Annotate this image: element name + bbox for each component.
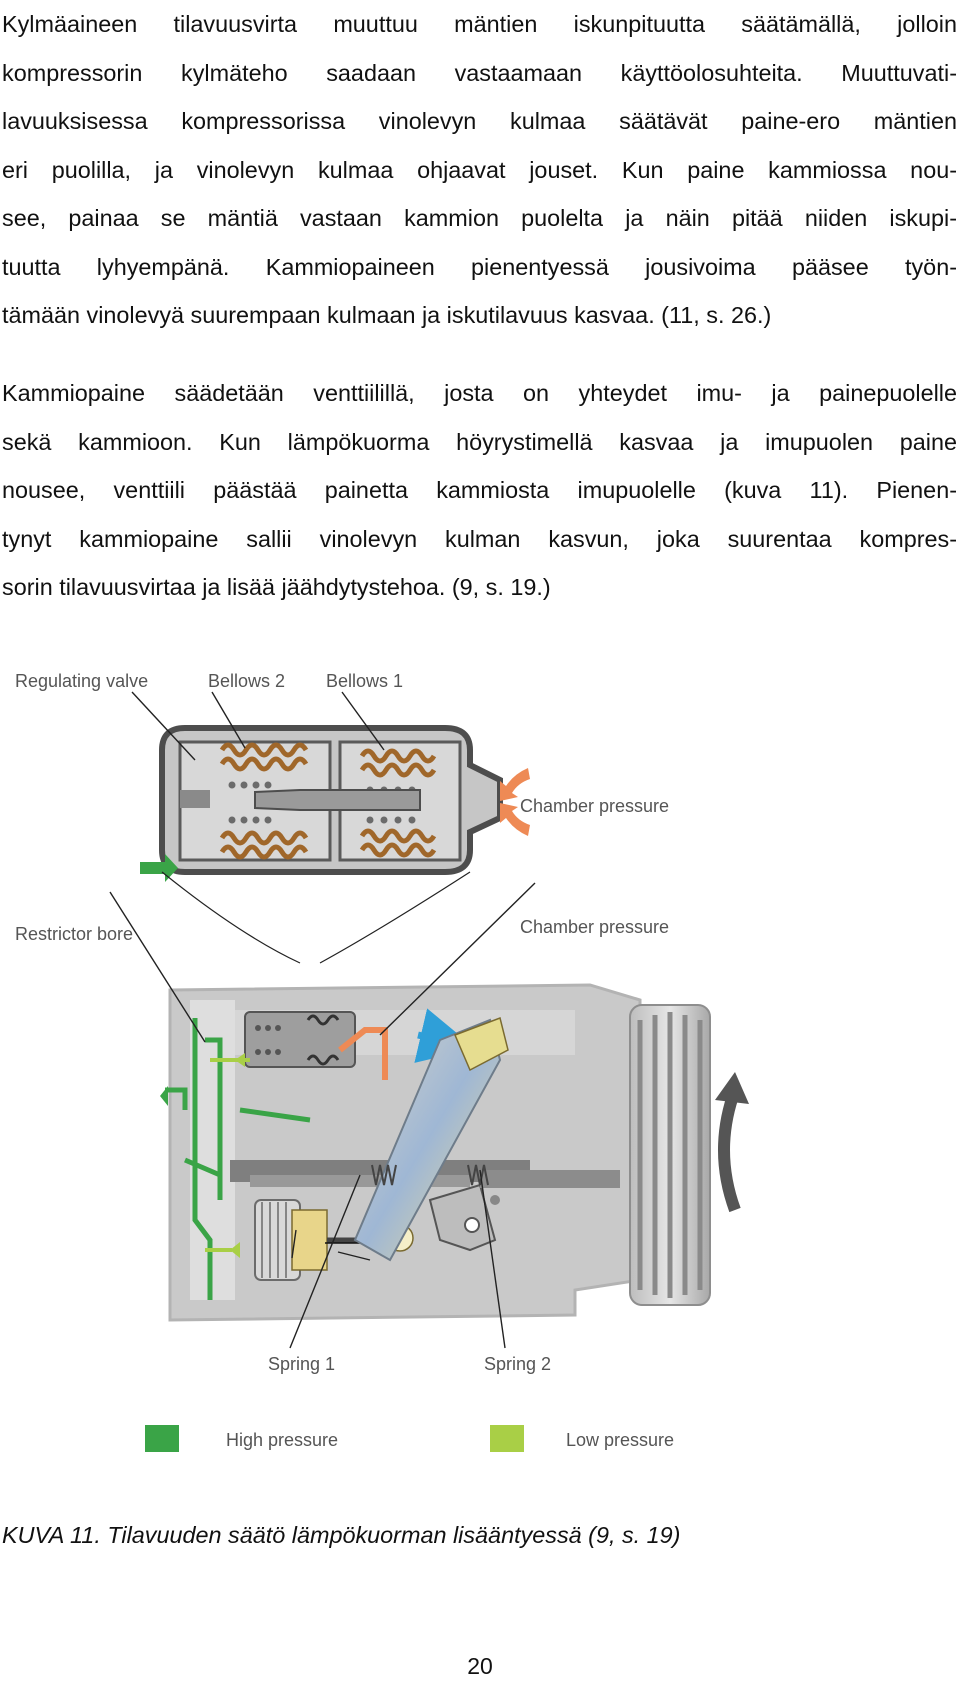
text-line: sorin tilavuusvirtaa ja lisää jäähdytyst…	[2, 574, 551, 600]
label-chamber-pressure-mid: Chamber pressure	[520, 917, 669, 937]
label-spring-1: Spring 1	[268, 1354, 335, 1374]
label-bellows-1: Bellows 1	[326, 671, 403, 691]
label-regulating-valve: Regulating valve	[15, 671, 148, 691]
high-pressure-path	[165, 1018, 311, 1300]
text-line: Kammiopaine säädetään venttiilillä, jost…	[2, 380, 957, 406]
text-line: tuutta lyhyempänä. Kammiopaineen pienent…	[2, 253, 957, 280]
rotation-arrow-icon	[715, 1072, 749, 1213]
text-line: tynyt kammiopaine sallii vinolevyn kulma…	[2, 525, 957, 552]
label-spring-2: Spring 2	[484, 1354, 551, 1374]
legend-swatch-low	[490, 1425, 524, 1452]
text-line: eri puolilla, ja vinolevyn kulmaa ohjaav…	[2, 156, 957, 183]
compressor-body	[160, 983, 749, 1322]
bellows-1	[359, 748, 437, 858]
page-number: 20	[467, 1653, 493, 1679]
chamber-pressure-arrow	[500, 768, 530, 801]
bellows-2	[219, 742, 309, 860]
paragraph-1: Kylmäaineen tilavuusvirta muuttuu mäntie…	[2, 0, 957, 340]
high-pressure-inlet-arrow	[140, 854, 178, 882]
paragraph-2: Kammiopaine säädetään venttiilillä, jost…	[2, 369, 957, 612]
text-line: kompressorin kylmäteho saadaan vastaamaa…	[2, 59, 957, 86]
label-restrictor-bore: Restrictor bore	[15, 924, 133, 944]
legend-label-high: High pressure	[226, 1430, 338, 1450]
valve-detail	[140, 725, 530, 882]
swash-plate	[353, 1018, 502, 1262]
chamber-pressure-arrow	[500, 803, 530, 836]
text-line: tämään vinolevyä suurempaan kulmaan ja i…	[2, 302, 772, 328]
text-line: lavuuksisessa kompressorissa vinolevyn k…	[2, 108, 957, 134]
legend-swatch-high	[145, 1425, 179, 1452]
legend: High pressure Low pressure	[145, 1425, 674, 1452]
text-line: nousee, venttiili päästää painetta kammi…	[2, 477, 957, 503]
legend-label-low: Low pressure	[566, 1430, 674, 1450]
figure-caption: KUVA 11. Tilavuuden säätö lämpökuorman l…	[2, 1522, 681, 1548]
pulley	[629, 1004, 711, 1306]
text-line: see, painaa se mäntiä vastaan kammion pu…	[2, 205, 957, 231]
text-line: sekä kammioon. Kun lämpökuorma höyrystim…	[2, 428, 957, 455]
text-line: Kylmäaineen tilavuusvirta muuttuu mäntie…	[2, 11, 957, 37]
label-chamber-pressure-top: Chamber pressure	[520, 796, 669, 816]
label-bellows-2: Bellows 2	[208, 671, 285, 691]
compressor-diagram: Regulating valve Bellows 2 Bellows 1 Cha…	[15, 671, 749, 1452]
